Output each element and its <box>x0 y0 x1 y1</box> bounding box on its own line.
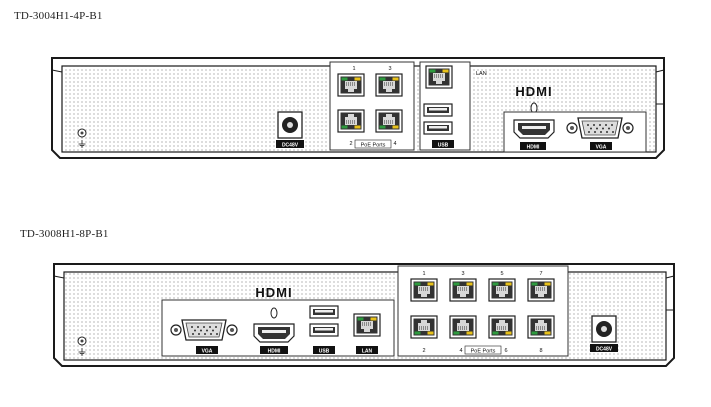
port-number: 3 <box>388 66 391 72</box>
poe-port-8[interactable] <box>527 315 555 339</box>
port-number: 5 <box>500 271 503 277</box>
lan-label-8p: LAN <box>362 348 373 354</box>
poe-port-6[interactable] <box>488 315 516 339</box>
poe-port-4[interactable] <box>375 109 403 133</box>
port-number: 3 <box>461 271 464 277</box>
poe-port-3[interactable] <box>375 73 403 97</box>
hdmi-logo-8p: HDMI <box>255 285 292 300</box>
usb-port-4p-a[interactable] <box>423 103 453 117</box>
usb-label-4p: USB <box>438 142 449 148</box>
hdmi-label-8p: HDMI <box>268 348 281 354</box>
lan-port-8p[interactable] <box>353 313 381 337</box>
device-8p-rear-panel: HDMI VGA HDMI USB LAN 1 3 5 7 2 4 <box>53 263 675 367</box>
port-number: 8 <box>539 348 542 354</box>
port-number: 6 <box>504 348 507 354</box>
usb-label-8p: USB <box>319 348 330 354</box>
power-label-8p: DC48V <box>596 346 613 352</box>
port-number: 2 <box>349 141 352 147</box>
power-label-4p: DC48V <box>282 142 299 148</box>
port-number: 4 <box>393 141 396 147</box>
poe-port-1[interactable] <box>410 278 438 302</box>
port-number: 4 <box>459 348 462 354</box>
hdmi-port-4p[interactable] <box>513 119 555 139</box>
model-title-8p: TD-3008H1-8P-B1 <box>20 228 109 240</box>
poe-port-7[interactable] <box>527 278 555 302</box>
model-title-4p: TD-3004H1-4P-B1 <box>14 10 103 22</box>
poe-label-4p: PoE Ports <box>361 142 386 148</box>
poe-port-2[interactable] <box>410 315 438 339</box>
poe-port-3[interactable] <box>449 278 477 302</box>
lan-port-4p[interactable] <box>425 65 453 89</box>
hdmi-port-8p[interactable] <box>253 323 295 343</box>
hdmi-label-4p: HDMI <box>527 144 540 150</box>
poe-port-1[interactable] <box>337 73 365 97</box>
vga-label-4p: VGA <box>596 144 607 150</box>
hdmi-logo-4p: HDMI <box>515 84 552 99</box>
port-number: 2 <box>422 348 425 354</box>
lan-label-4p: LAN <box>476 71 487 77</box>
device-4p-rear-panel: DC48V 1 3 2 PoE Ports 4 LAN USB HDMI HDM… <box>51 57 665 159</box>
poe-label-8p: PoE Ports <box>471 348 496 354</box>
usb-port-8p-a[interactable] <box>309 305 339 319</box>
poe-port-5[interactable] <box>488 278 516 302</box>
poe-port-2[interactable] <box>337 109 365 133</box>
dc-power-jack[interactable] <box>277 111 303 139</box>
usb-port-4p-b[interactable] <box>423 121 453 135</box>
poe-port-4[interactable] <box>449 315 477 339</box>
port-number: 1 <box>352 66 355 72</box>
port-number: 1 <box>422 271 425 277</box>
usb-port-8p-b[interactable] <box>309 323 339 337</box>
dc-power-jack[interactable] <box>591 315 617 343</box>
port-number: 7 <box>539 271 542 277</box>
vga-label-8p: VGA <box>202 348 213 354</box>
